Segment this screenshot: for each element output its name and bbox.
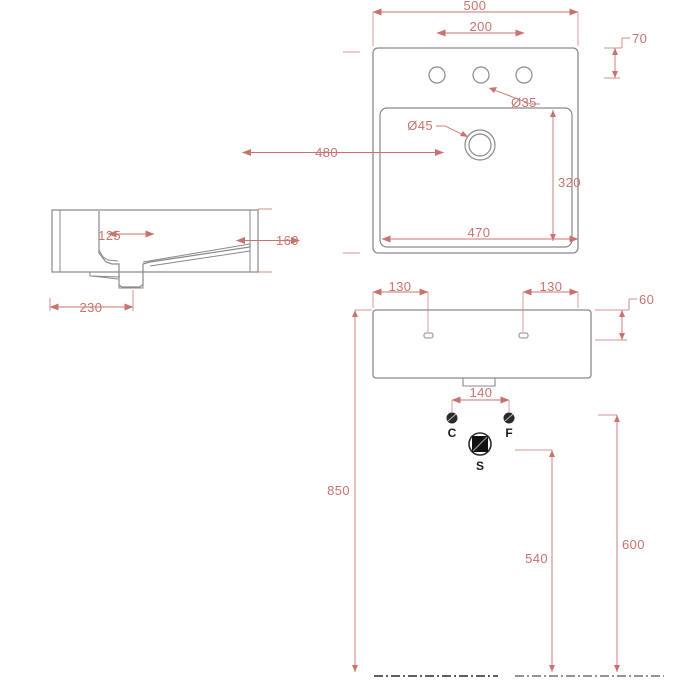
dim-label-480: 480 [315,145,338,160]
top-bowl-rect [379,107,573,248]
dim-arrow-600-bot [614,665,620,672]
tap-hole-right [515,66,533,84]
hot-supply-label: F [505,426,512,440]
dim-arrow-850-top [352,310,358,317]
dim-label-470: 470 [468,225,491,240]
dim-label-70: 70 [632,31,647,46]
dim-label-200: 200 [470,19,493,34]
side-shelf-line-2 [149,250,251,267]
dim-label-230: 230 [80,300,103,315]
dim-label-140: 140 [470,385,493,400]
dim-arrow-540-bot [549,665,555,672]
side-shelf-line [142,243,251,263]
dim-label-540: 540 [525,551,548,566]
dim-arrow-60-bot [619,333,625,340]
side-bottom-tab [89,272,121,278]
drain-outlet-label: S [476,459,484,473]
front-elevation-view: 130 130 60 140 C F S [327,279,664,677]
leader-arrow-d45 [460,131,468,137]
front-drain-boss [462,378,496,387]
dim-label-d45: Ø45 [407,118,433,133]
dim-label-d35: Ø35 [511,95,537,110]
dim-arrow-600-top [614,415,620,422]
drain-outlet-ring [468,432,492,456]
dim-label-130-right: 130 [540,279,563,294]
dim-arrow-70-bot [612,71,618,78]
front-fixing-slot-left [423,332,434,339]
dim-label-60: 60 [639,292,654,307]
hot-supply-icon-hatch [504,413,514,422]
dim-label-320: 320 [558,175,581,190]
dim-arrow-60-top [619,310,625,317]
tap-hole-left [428,66,446,84]
drain-outlet-icon-hatch [472,436,488,452]
dim-arrow-850-bot [352,665,358,672]
side-bottom-tab-2 [91,275,119,280]
dim-label-125: 125 [98,228,121,243]
front-fixing-slot-right [518,332,529,339]
dim-arrow-320-top [550,110,556,117]
dim-label-500: 500 [464,0,487,13]
tap-hole-center [472,66,490,84]
top-plan-view: 500 200 70 480 320 470 Ø35 [242,0,647,254]
side-section-view: 125 160 230 [49,208,300,315]
dim-label-600: 600 [622,537,645,552]
dim-label-160: 160 [276,233,299,248]
leader-arrow-d35 [489,87,497,93]
leader-line-d35 [488,87,532,105]
dim-label-130-left: 130 [389,279,412,294]
dim-label-850: 850 [327,483,350,498]
front-body-rect [372,309,592,379]
drain-hole-inner [468,133,492,157]
cold-supply-icon-hatch [447,413,457,422]
cold-supply-label: C [448,426,457,440]
dim-arrow-70-top [612,48,618,55]
dim-arrow-540-top [549,450,555,457]
side-bowl-curve [98,249,119,262]
drain-hole-outer [464,129,496,161]
side-bowl-profile [98,211,251,288]
side-drain-stub [118,277,144,289]
